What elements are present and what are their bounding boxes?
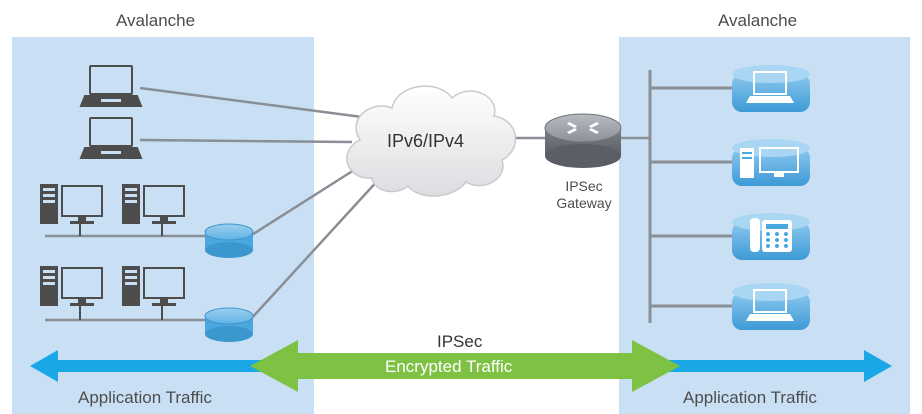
cloud-icon [346, 85, 517, 197]
right-backbone [648, 70, 732, 323]
desktop-computer-icon [122, 184, 185, 224]
desktop-computer-icon [40, 266, 103, 306]
left-connections [139, 86, 381, 321]
right-panel-footer: Application Traffic [683, 388, 817, 407]
encrypted-traffic-arrow [250, 340, 680, 392]
laptop-icon [79, 117, 143, 159]
gateway-label-line2: Gateway [556, 195, 612, 211]
cloud-label: IPv6/IPv4 [387, 131, 465, 151]
left-lan-buses [45, 234, 205, 322]
right-panel-title: Avalanche [718, 11, 798, 30]
network-switch-icon [204, 223, 254, 258]
laptop-icon [732, 283, 810, 330]
desktop-computer-icon [122, 266, 185, 306]
left-panel-footer: Application Traffic [78, 388, 212, 407]
desktop-bus-stubs [79, 224, 163, 320]
desktop-computer-icon [40, 184, 103, 224]
ip-phone-icon [732, 213, 810, 260]
desktop-computer-icon [732, 139, 810, 186]
gateway-label-line1: IPSec [565, 178, 603, 194]
laptop-icon [79, 65, 143, 107]
tunnel-label-bottom: Encrypted Traffic [385, 357, 513, 376]
network-switch-icon [204, 307, 254, 342]
left-panel-title: Avalanche [116, 11, 196, 30]
gateway-label: IPSec Gateway [552, 178, 616, 212]
laptop-icon [732, 65, 810, 112]
router-icon [544, 113, 622, 168]
tunnel-label-top: IPSec [437, 332, 483, 351]
